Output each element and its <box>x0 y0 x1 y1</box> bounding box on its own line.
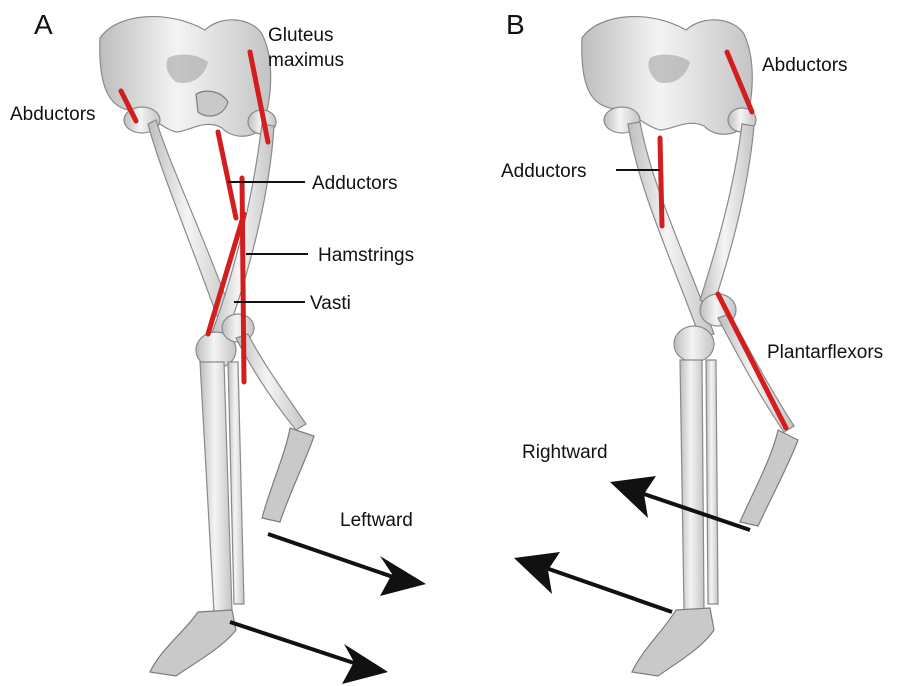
plantarflexors-label: Plantarflexors <box>767 342 883 363</box>
vasti-label: Vasti <box>310 293 351 314</box>
panel-a-letter: A <box>34 9 53 40</box>
abductors-label-a: Abductors <box>10 104 96 125</box>
panel-b: B Abductors <box>501 9 883 676</box>
panel-b-lower-legs <box>632 314 798 676</box>
adductors-label-a: Adductors <box>312 173 398 194</box>
panel-b-letter: B <box>506 9 525 40</box>
leftward-label: Leftward <box>340 510 413 531</box>
panel-a-force-arrows <box>230 534 426 684</box>
abductors-label-b: Abductors <box>762 55 848 76</box>
rightward-label: Rightward <box>522 442 608 463</box>
adductors-label-b: Adductors <box>501 161 587 182</box>
panel-a-pelvis <box>100 17 276 137</box>
gluteus-label-line1: Gluteus <box>268 25 333 46</box>
gluteus-label-line2: maximus <box>268 50 344 71</box>
panel-a: A <box>10 9 426 684</box>
panel-b-pelvis <box>582 17 756 135</box>
hamstrings-label: Hamstrings <box>318 245 414 266</box>
